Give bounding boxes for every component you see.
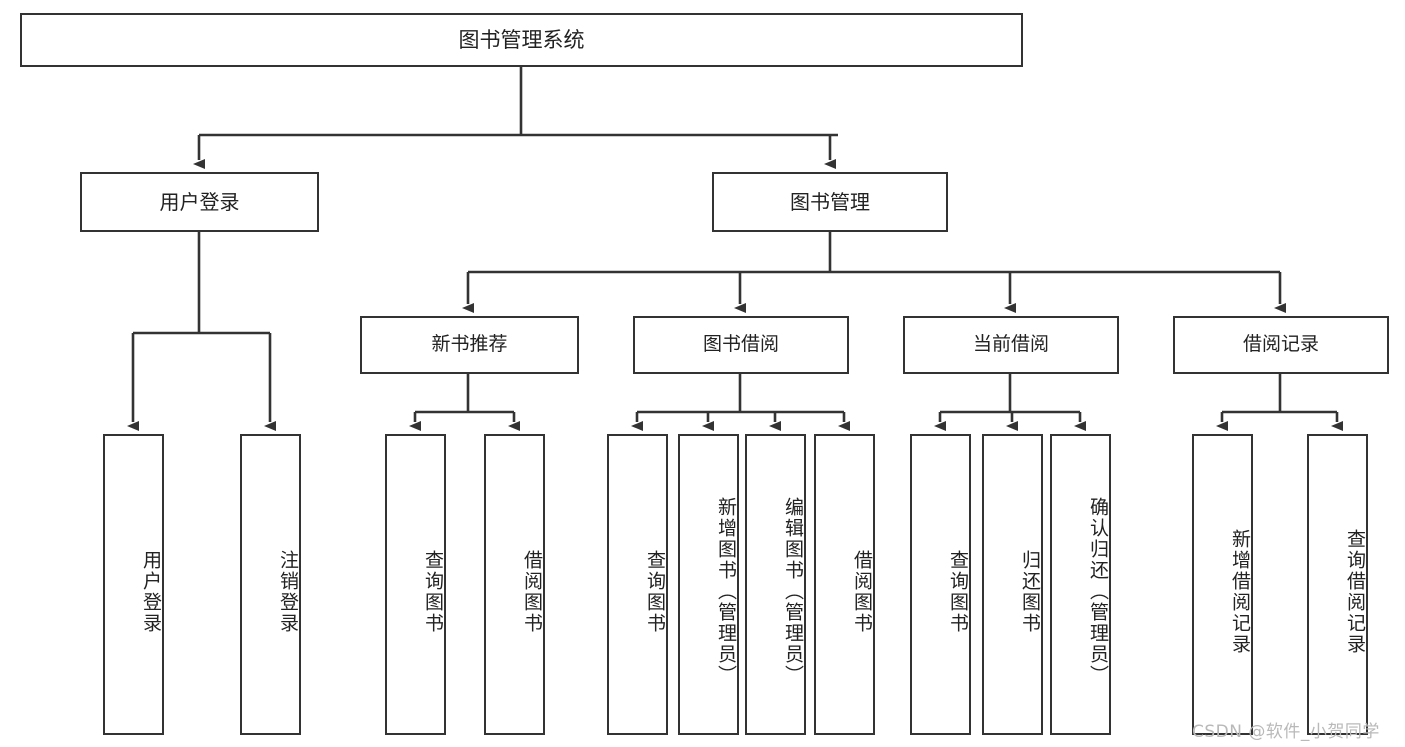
node-leaf-user-login[interactable]: 用户登录 <box>103 434 164 735</box>
node-user-login[interactable]: 用户登录 <box>80 172 319 232</box>
node-leaf-edit-book-label: 编辑图书（管理员） <box>782 497 804 686</box>
node-leaf-add-record-label: 新增借阅记录 <box>1229 528 1251 655</box>
node-current-borrow[interactable]: 当前借阅 <box>903 316 1119 374</box>
node-leaf-query-book-3-label: 查询图书 <box>947 549 969 634</box>
node-root[interactable]: 图书管理系统 <box>20 13 1023 67</box>
node-leaf-borrow-book-2[interactable]: 借阅图书 <box>814 434 875 735</box>
node-new-book-recommend[interactable]: 新书推荐 <box>360 316 579 374</box>
node-leaf-confirm-return-label: 确认归还（管理员） <box>1087 497 1109 686</box>
node-root-label: 图书管理系统 <box>458 27 585 52</box>
node-book-borrow[interactable]: 图书借阅 <box>633 316 849 374</box>
node-current-borrow-label: 当前借阅 <box>972 333 1049 356</box>
node-leaf-query-book-1-label: 查询图书 <box>422 549 444 634</box>
node-book-borrow-label: 图书借阅 <box>702 333 779 356</box>
node-leaf-return-book[interactable]: 归还图书 <box>982 434 1043 735</box>
node-leaf-query-record[interactable]: 查询借阅记录 <box>1307 434 1368 735</box>
node-leaf-borrow-book-1-label: 借阅图书 <box>521 549 543 634</box>
node-leaf-query-book-2[interactable]: 查询图书 <box>607 434 668 735</box>
node-leaf-query-book-1[interactable]: 查询图书 <box>385 434 446 735</box>
node-new-book-recommend-label: 新书推荐 <box>431 333 508 356</box>
node-borrow-record[interactable]: 借阅记录 <box>1173 316 1389 374</box>
node-leaf-edit-book[interactable]: 编辑图书（管理员） <box>745 434 806 735</box>
node-leaf-add-book-label: 新增图书（管理员） <box>715 497 737 686</box>
watermark: CSDN @软件_小贺同学 <box>1192 722 1380 742</box>
node-leaf-borrow-book-1[interactable]: 借阅图书 <box>484 434 545 735</box>
node-leaf-add-record[interactable]: 新增借阅记录 <box>1192 434 1253 735</box>
node-leaf-query-book-2-label: 查询图书 <box>644 549 666 634</box>
node-leaf-query-book-3[interactable]: 查询图书 <box>910 434 971 735</box>
node-leaf-logout[interactable]: 注销登录 <box>240 434 301 735</box>
node-leaf-borrow-book-2-label: 借阅图书 <box>851 549 873 634</box>
node-borrow-record-label: 借阅记录 <box>1242 333 1319 356</box>
node-book-manage-label: 图书管理 <box>790 189 870 214</box>
node-leaf-logout-label: 注销登录 <box>277 549 299 634</box>
node-leaf-confirm-return[interactable]: 确认归还（管理员） <box>1050 434 1111 735</box>
node-leaf-query-record-label: 查询借阅记录 <box>1344 528 1366 655</box>
node-user-login-label: 用户登录 <box>159 189 240 214</box>
node-book-manage[interactable]: 图书管理 <box>712 172 948 232</box>
node-leaf-return-book-label: 归还图书 <box>1019 549 1041 634</box>
node-leaf-user-login-label: 用户登录 <box>140 549 162 634</box>
node-leaf-add-book[interactable]: 新增图书（管理员） <box>678 434 739 735</box>
